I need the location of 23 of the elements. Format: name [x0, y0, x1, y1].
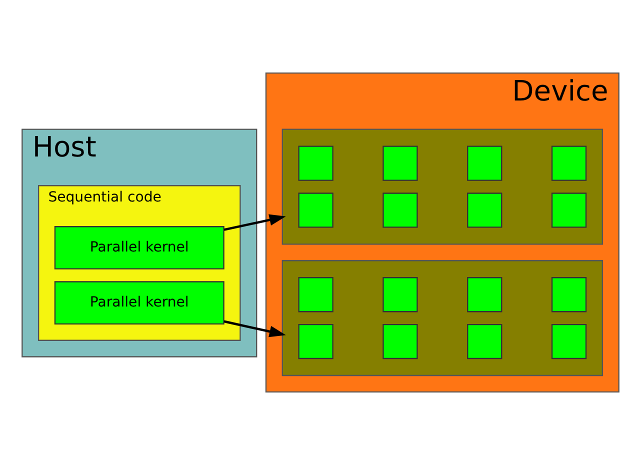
node-box	[382, 145, 418, 180]
arrow	[224, 214, 286, 230]
node-box	[551, 192, 587, 228]
node-box	[298, 276, 334, 312]
arrow	[224, 320, 286, 337]
node-box	[382, 276, 418, 312]
node-box	[467, 276, 502, 312]
cluster	[282, 260, 604, 376]
node-box	[382, 192, 418, 228]
node-box	[467, 192, 502, 228]
node-box	[382, 323, 418, 359]
node-box	[298, 323, 334, 359]
node-box	[298, 192, 334, 228]
node-box	[551, 323, 587, 359]
node-box	[467, 323, 502, 359]
cluster: Device	[265, 72, 620, 392]
node-box	[551, 145, 587, 180]
node-box: Parallel kernel	[54, 226, 224, 269]
node-box	[298, 145, 334, 180]
cluster	[282, 128, 604, 244]
node-box: Parallel kernel	[54, 280, 224, 324]
node-box	[551, 276, 587, 312]
node-box	[467, 145, 502, 180]
